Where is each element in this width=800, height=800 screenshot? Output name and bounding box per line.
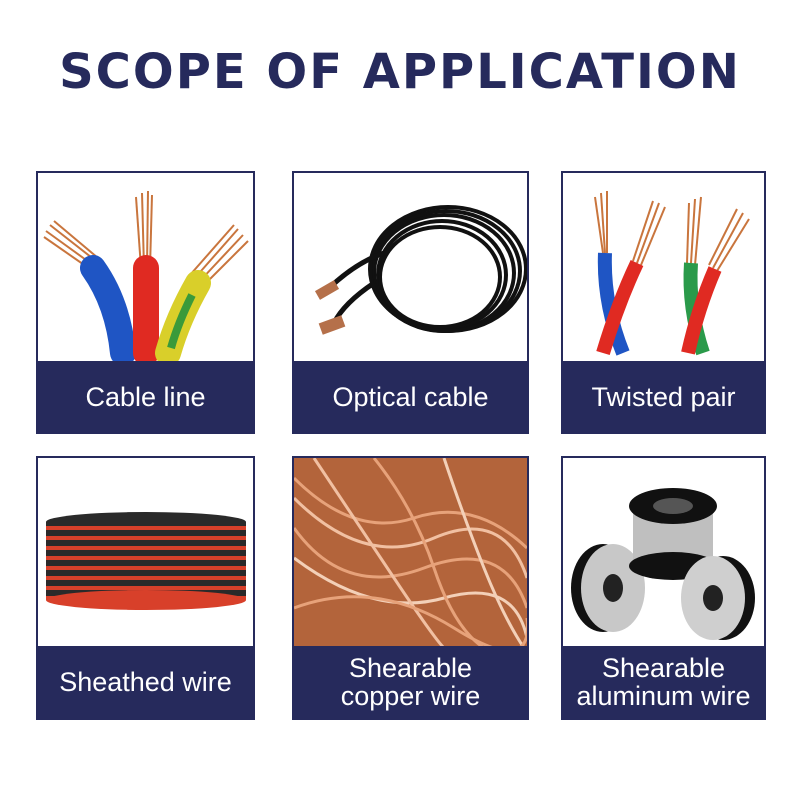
card-sheathed-wire: Sheathed wire xyxy=(36,456,255,720)
card-label: Cable line xyxy=(38,361,253,432)
twisted-wires-icon xyxy=(563,173,764,363)
aluminum-reels-icon xyxy=(563,458,764,648)
card-twisted-pair: Twisted pair xyxy=(561,171,766,434)
card-shearable-aluminum-wire: Shearable aluminum wire xyxy=(561,456,766,720)
page-title: SCOPE OF APPLICATION xyxy=(59,44,741,100)
copper-strands-icon xyxy=(294,458,527,648)
cable-coil-icon xyxy=(294,173,527,363)
card-label: Sheathed wire xyxy=(38,646,253,718)
card-optical-cable: Optical cable xyxy=(292,171,529,434)
card-cable-line: Cable line xyxy=(36,171,255,434)
card-label: Shearable copper wire xyxy=(294,646,527,718)
card-shearable-copper-wire: Shearable copper wire xyxy=(292,456,529,720)
colored-wires-icon xyxy=(38,173,253,363)
card-label: Optical cable xyxy=(294,361,527,432)
wire-spool-icon xyxy=(38,458,253,648)
card-label: Twisted pair xyxy=(563,361,764,432)
card-label: Shearable aluminum wire xyxy=(563,646,764,718)
